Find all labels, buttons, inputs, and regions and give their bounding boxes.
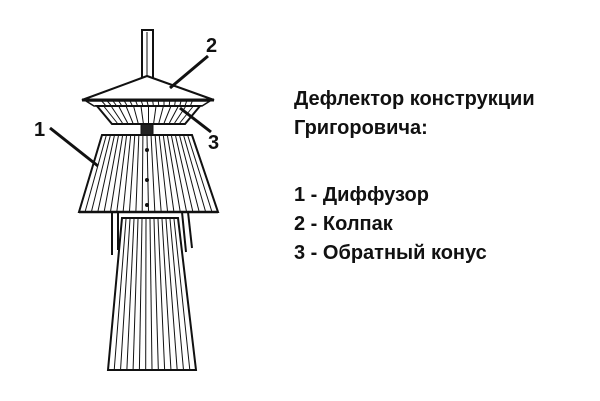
callout-label-3: 3 [208,132,220,154]
legend-item-number: 2 [294,213,306,235]
leader-line-3 [179,106,212,134]
reverse-cone [94,105,203,125]
cap [81,74,215,107]
diffuser [77,134,220,214]
legend-item-label: Колпак [322,213,393,235]
legend-item-separator: - [305,184,323,206]
legend-item-label: Диффузор [322,184,429,206]
legend-item-separator: - [305,213,323,235]
legend-item-number: 3 [294,242,306,264]
legend-item-number: 1 [294,184,306,206]
legend-item-cap: 2 - Колпак [294,210,594,239]
callout-label-1: 1 [34,119,46,141]
legend-item-separator: - [305,242,323,264]
leader-lines [49,54,212,168]
callout-label-2: 2 [206,35,218,57]
leader-line-1 [49,126,99,168]
legend-item-label: Обратный конус [322,242,487,264]
chimney-pipe [106,217,198,371]
leader-line-2 [169,54,209,90]
legend-items: 1 - Диффузор 2 - Колпак 3 - Обратный кон… [294,181,594,268]
legend-title-line-1: Дефлектор конструкции [294,88,535,110]
legend-title-line-2: Григоровича: [294,117,428,139]
legend-item-diffuser: 1 - Диффузор [294,181,594,210]
legend: Дефлектор конструкции Григоровича: 1 - Д… [294,85,594,268]
legend-item-reverse-cone: 3 - Обратный конус [294,239,594,268]
